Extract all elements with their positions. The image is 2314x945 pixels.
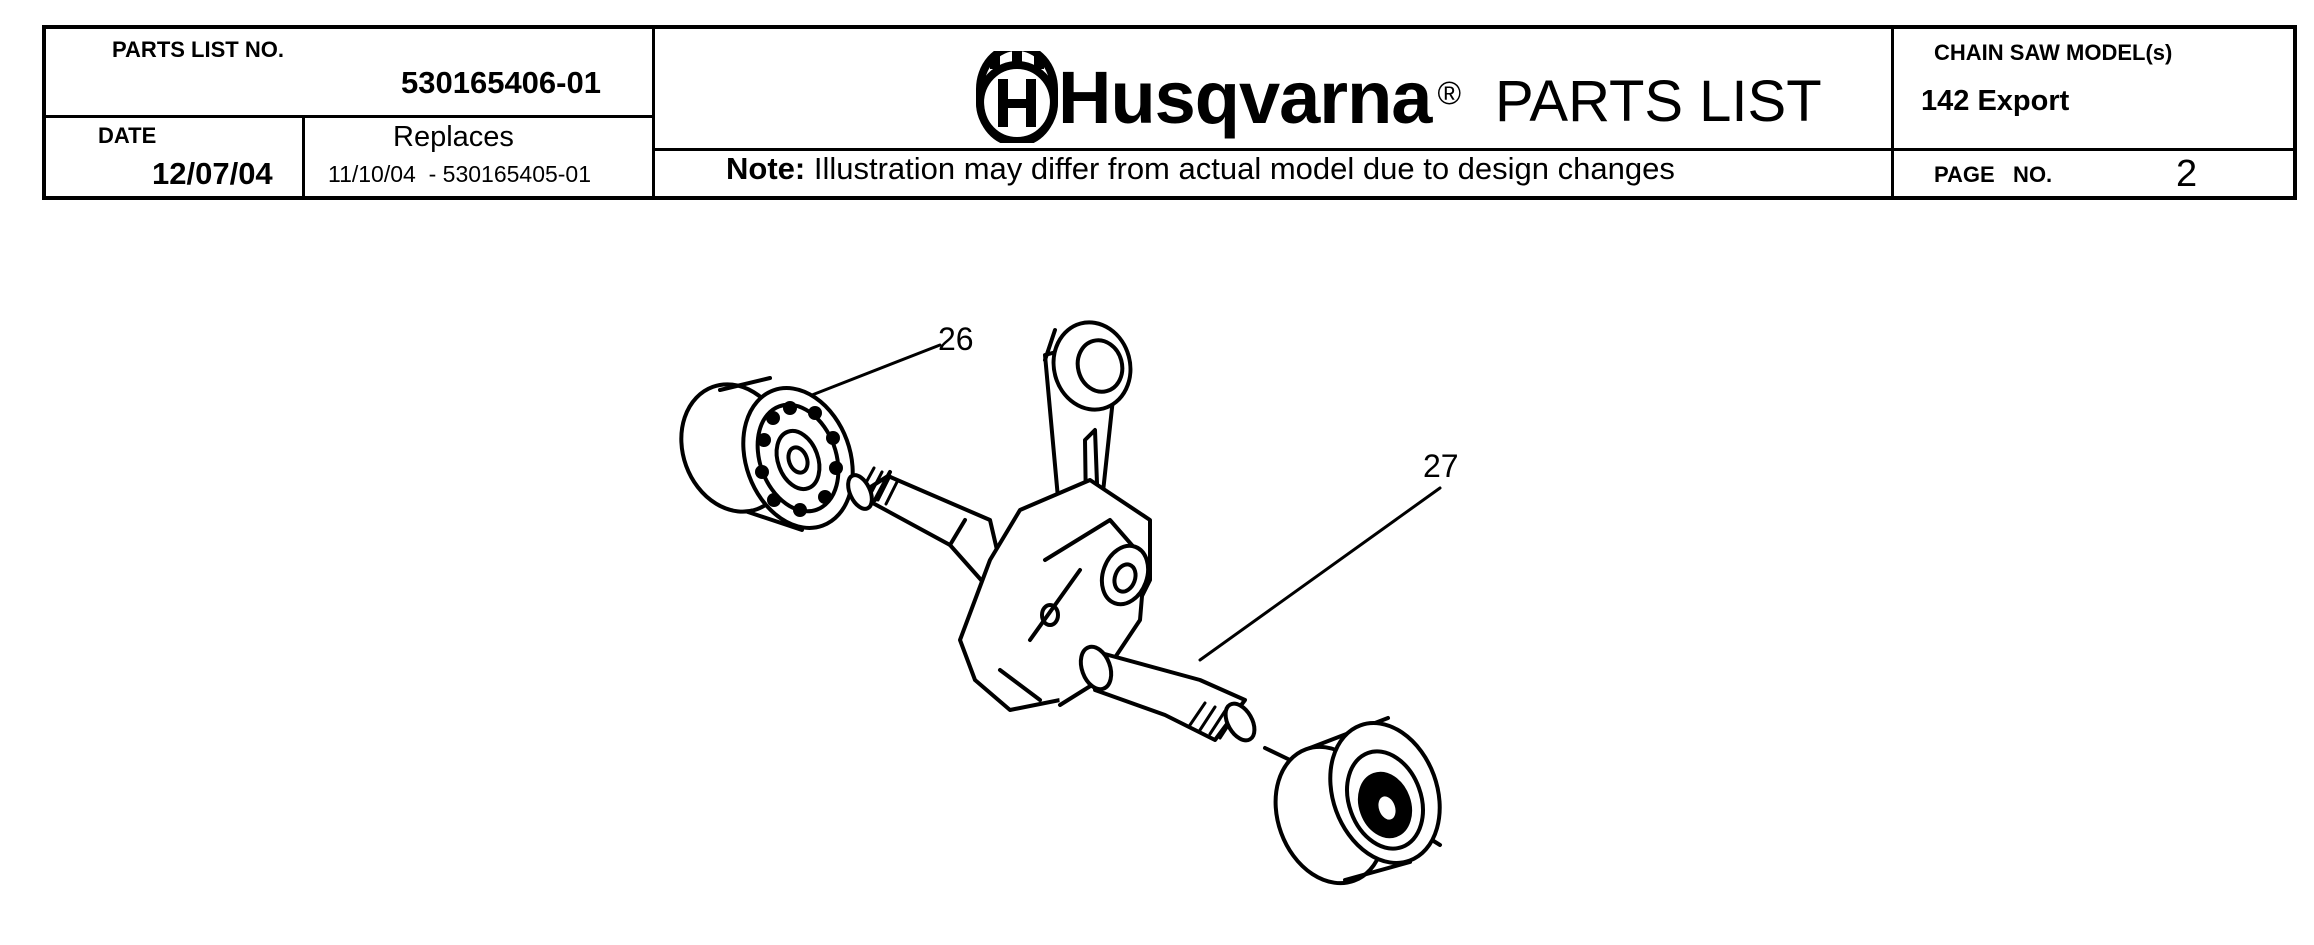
divider xyxy=(302,116,305,196)
page-title: PARTS LIST xyxy=(1495,68,1822,134)
parts-list-no-label: PARTS LIST NO. xyxy=(112,37,284,62)
divider xyxy=(1891,29,1894,196)
left-bearing xyxy=(679,376,855,532)
page-no: 2 xyxy=(2176,153,2198,195)
callout-27: 27 xyxy=(1423,448,1459,484)
model-label: CHAIN SAW MODEL(s) xyxy=(1934,40,2173,65)
divider xyxy=(1891,148,2295,151)
registered-mark: ® xyxy=(1437,74,1462,111)
replaces-label: Replaces xyxy=(393,121,514,153)
note-label: Note: xyxy=(726,151,806,186)
parts-list-no: 530165406-01 xyxy=(401,65,601,100)
husqvarna-crown-logo-icon xyxy=(976,51,1058,143)
divider xyxy=(652,29,655,196)
right-bearing xyxy=(1273,716,1442,886)
note: Note: Illustration may differ from actua… xyxy=(726,151,1675,187)
axis-line xyxy=(1263,746,1292,762)
divider xyxy=(652,148,1893,151)
leader-line-27 xyxy=(1198,486,1442,662)
callout-26: 26 xyxy=(938,321,974,357)
replaces-value: 11/10/04 - 530165405-01 xyxy=(328,161,592,187)
date-label: DATE xyxy=(98,123,157,148)
model-value: 142 Export xyxy=(1921,85,2070,117)
right-shaft xyxy=(1078,644,1257,743)
brand-name: Husqvarna xyxy=(1058,55,1432,139)
brand-lockup: Husqvarna ® PARTS LIST xyxy=(976,47,1822,147)
left-shaft xyxy=(846,466,1006,592)
note-text: Illustration may differ from actual mode… xyxy=(805,151,1675,186)
date-value: 12/07/04 xyxy=(152,156,273,191)
header-table: PARTS LIST NO. 530165406-01 DATE 12/07/0… xyxy=(42,25,2297,200)
divider xyxy=(46,115,653,118)
page-no-label: PAGE NO. xyxy=(1934,162,2053,187)
leader-line-26 xyxy=(810,343,942,397)
